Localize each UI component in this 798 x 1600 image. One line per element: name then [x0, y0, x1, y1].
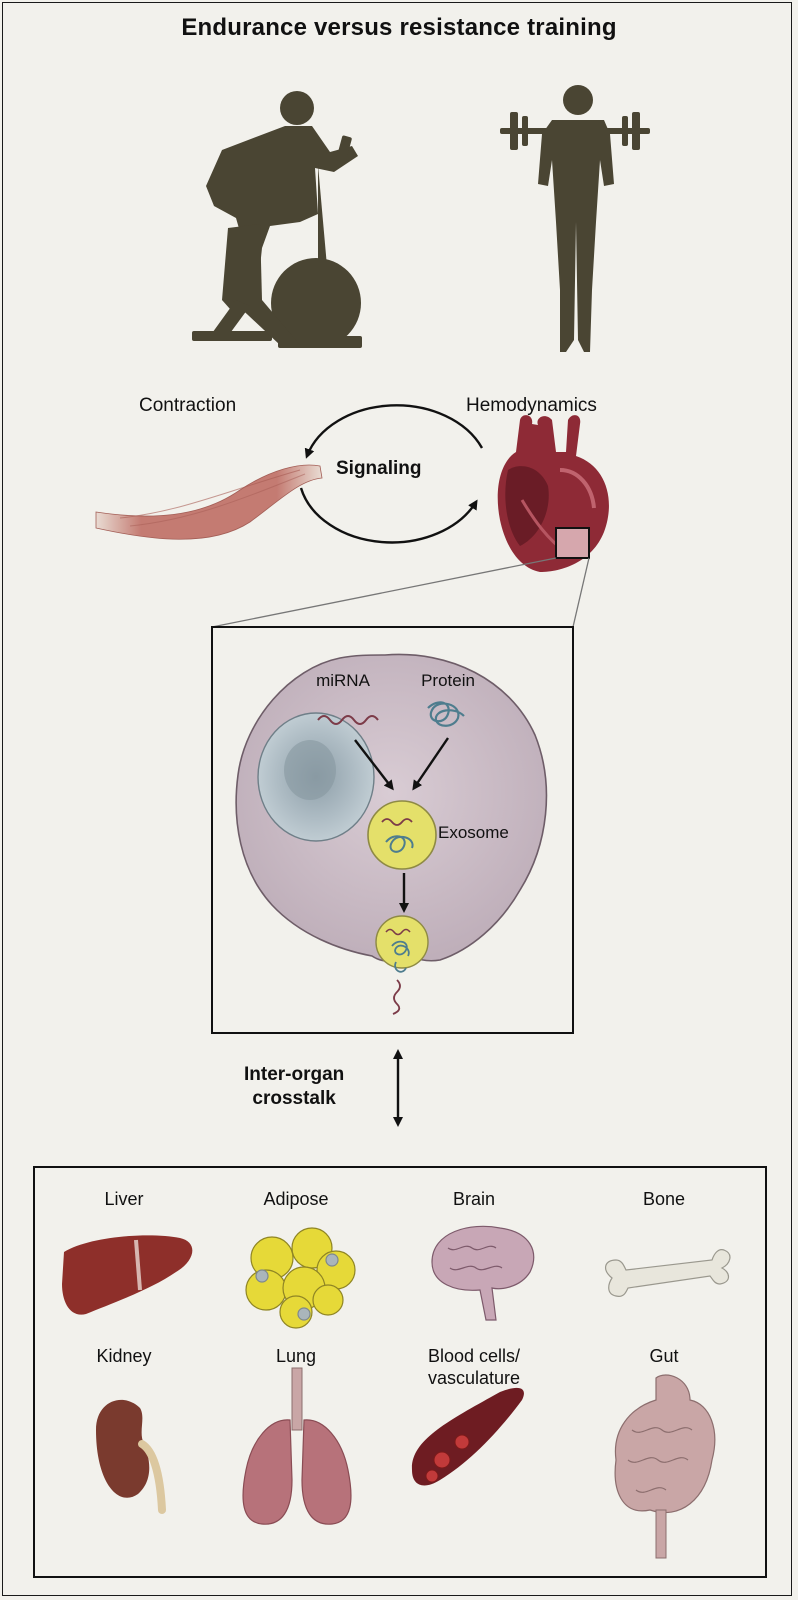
- organ-label-adipose: Adipose: [263, 1189, 329, 1209]
- blood-vessel-icon: [411, 1387, 524, 1486]
- kidney-icon: [96, 1399, 166, 1514]
- zoom-lines: [211, 557, 590, 628]
- organ-label-lung: Lung: [275, 1346, 317, 1366]
- organ-label-blood: Blood cells/ vasculature: [428, 1345, 520, 1389]
- exosome-loading-arrows: [354, 737, 449, 791]
- organ-label-blood-line2: vasculature: [427, 1368, 521, 1388]
- exosome-icon: [367, 800, 437, 870]
- gut-icon: [614, 1374, 716, 1559]
- heart-icon: [497, 415, 609, 572]
- weightlifter-icon: [500, 85, 650, 352]
- crosstalk-label-line1: Inter-organ: [244, 1064, 345, 1085]
- organ-label-kidney: Kidney: [96, 1346, 152, 1366]
- organ-label-gut: Gut: [649, 1346, 679, 1366]
- signaling-label: Signaling: [336, 458, 422, 479]
- organ-label-blood-line1: Blood cells/: [427, 1346, 521, 1366]
- organ-label-bone: Bone: [642, 1189, 686, 1209]
- protein-icon: [427, 701, 465, 727]
- organ-label-brain: Brain: [452, 1189, 496, 1209]
- figure-title: Endurance versus resistance training: [181, 14, 617, 41]
- mirna-label: miRNA: [316, 671, 370, 690]
- crosstalk-label: Inter-organ crosstalk: [244, 1063, 344, 1111]
- bone-icon: [605, 1249, 731, 1297]
- adipose-icon: [245, 1227, 356, 1329]
- hemodynamics-label: Hemodynamics: [466, 395, 597, 416]
- cyclist-icon: [192, 91, 362, 348]
- liver-icon: [62, 1235, 193, 1315]
- exosome-label: Exosome: [438, 823, 509, 842]
- mirna-icon: [317, 715, 379, 725]
- signaling-cycle-arrows: [299, 404, 484, 544]
- muscle-icon: [95, 464, 323, 540]
- brain-icon: [431, 1225, 535, 1321]
- nucleus-icon: [257, 712, 375, 842]
- lung-icon: [242, 1367, 352, 1525]
- contraction-label: Contraction: [139, 395, 237, 416]
- organ-label-liver: Liver: [104, 1189, 144, 1209]
- budding-exosome-icon: [375, 915, 429, 1015]
- crosstalk-label-line2: crosstalk: [252, 1088, 336, 1109]
- protein-label: Protein: [421, 671, 475, 690]
